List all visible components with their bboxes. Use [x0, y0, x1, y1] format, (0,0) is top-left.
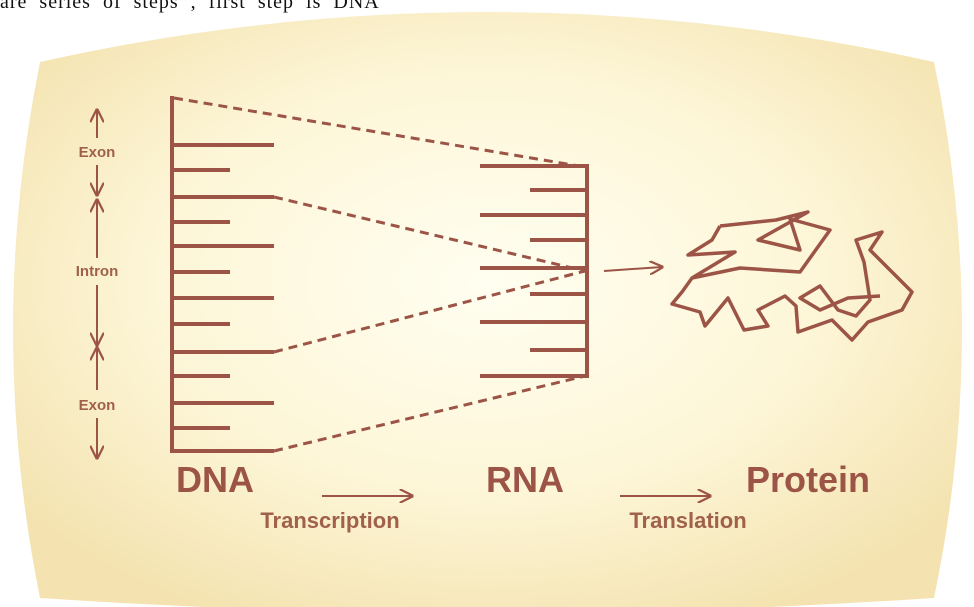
transcription-label: Transcription	[260, 508, 399, 533]
exon-bottom-label: Exon	[79, 397, 116, 414]
rna-label: RNA	[486, 459, 564, 500]
translation-label: Translation	[629, 508, 746, 533]
exon-top-label: Exon	[79, 144, 116, 161]
protein-label: Protein	[746, 459, 870, 500]
dna-label: DNA	[176, 459, 254, 500]
intron-label: Intron	[76, 263, 119, 280]
